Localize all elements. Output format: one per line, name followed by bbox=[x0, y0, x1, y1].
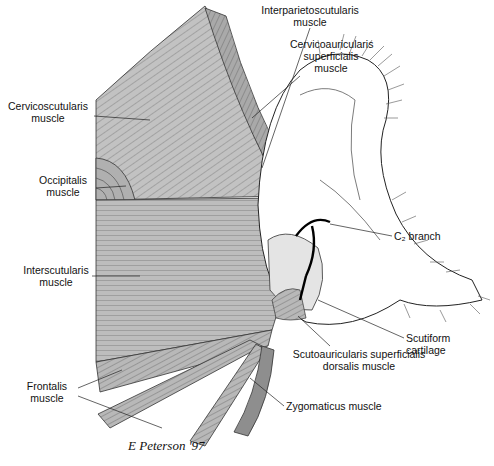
hair-fringe bbox=[318, 34, 490, 322]
leader-line bbox=[330, 224, 392, 236]
nerve-branch bbox=[296, 220, 330, 300]
cervicoscutularis-muscle bbox=[96, 6, 285, 200]
hair-fringe bbox=[318, 34, 490, 322]
leader-line bbox=[318, 300, 404, 338]
ear-outline bbox=[258, 54, 482, 324]
muscle-label: Scutoauricularis superficialis dorsalis … bbox=[278, 348, 440, 372]
nerve-label: C₂ branch bbox=[394, 230, 464, 242]
leader-line bbox=[252, 76, 300, 118]
muscle-label: Cervicoauricularis superficialis muscle bbox=[290, 38, 372, 74]
occipitalis-muscle bbox=[96, 158, 135, 200]
muscle-label: Interparietoscutularis muscle bbox=[245, 4, 375, 28]
occipitalis-muscle bbox=[96, 158, 135, 200]
muscle-label: Frontalis muscle bbox=[18, 380, 76, 404]
leader-line bbox=[78, 370, 122, 388]
zygomaticus-muscle bbox=[234, 346, 274, 436]
leader-line bbox=[96, 186, 126, 188]
occipitalis-muscle bbox=[96, 168, 124, 200]
muscle-label: Zygomaticus muscle bbox=[286, 400, 416, 412]
leader-line bbox=[298, 316, 330, 346]
leader-line bbox=[78, 396, 162, 428]
ear-outline bbox=[300, 89, 380, 240]
muscle-label: Cervicoscutularis muscle bbox=[0, 100, 96, 124]
cervicoscutularis-muscle bbox=[96, 6, 285, 200]
leader-line bbox=[94, 116, 150, 120]
artist-signature: E Peterson '97 bbox=[128, 440, 238, 452]
nerve-branch bbox=[296, 220, 330, 300]
ear-outline bbox=[258, 54, 482, 324]
leader-line bbox=[92, 276, 140, 277]
muscle-label: Occipitalis muscle bbox=[30, 174, 96, 198]
leader-line bbox=[250, 378, 284, 406]
muscle-label: Interscutularis muscle bbox=[18, 264, 94, 288]
zygomaticus-muscle bbox=[234, 346, 274, 436]
